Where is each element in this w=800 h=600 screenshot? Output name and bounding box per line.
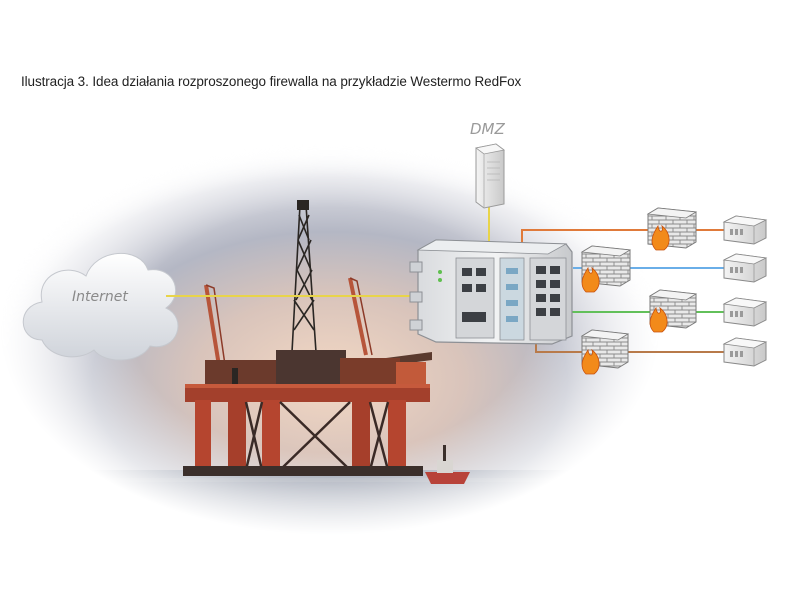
flame-icon xyxy=(581,348,600,375)
end-device-icon xyxy=(722,253,768,283)
end-device-icon xyxy=(722,337,768,367)
link-orange xyxy=(521,229,648,245)
firewall-icon xyxy=(648,289,698,333)
firewall-icon xyxy=(580,329,630,375)
network-links xyxy=(166,206,724,353)
firewall-icon xyxy=(646,207,698,251)
end-device-icon xyxy=(722,297,768,327)
internet-cloud: Internet xyxy=(22,253,179,361)
dmz-label: DMZ xyxy=(470,120,505,138)
flame-icon xyxy=(651,224,670,251)
figure-caption: Ilustracja 3. Idea działania rozproszone… xyxy=(21,74,522,89)
firewall-icon xyxy=(580,245,632,293)
flame-icon xyxy=(581,266,600,293)
flame-icon xyxy=(649,306,668,333)
internet-label: Internet xyxy=(72,289,128,305)
end-device-icon xyxy=(722,215,768,245)
offshore-scene-background xyxy=(0,125,700,550)
dmz-server: DMZ xyxy=(470,120,505,209)
westermo-redfox-switch xyxy=(409,239,573,345)
oil-rig-illustration xyxy=(183,200,470,484)
